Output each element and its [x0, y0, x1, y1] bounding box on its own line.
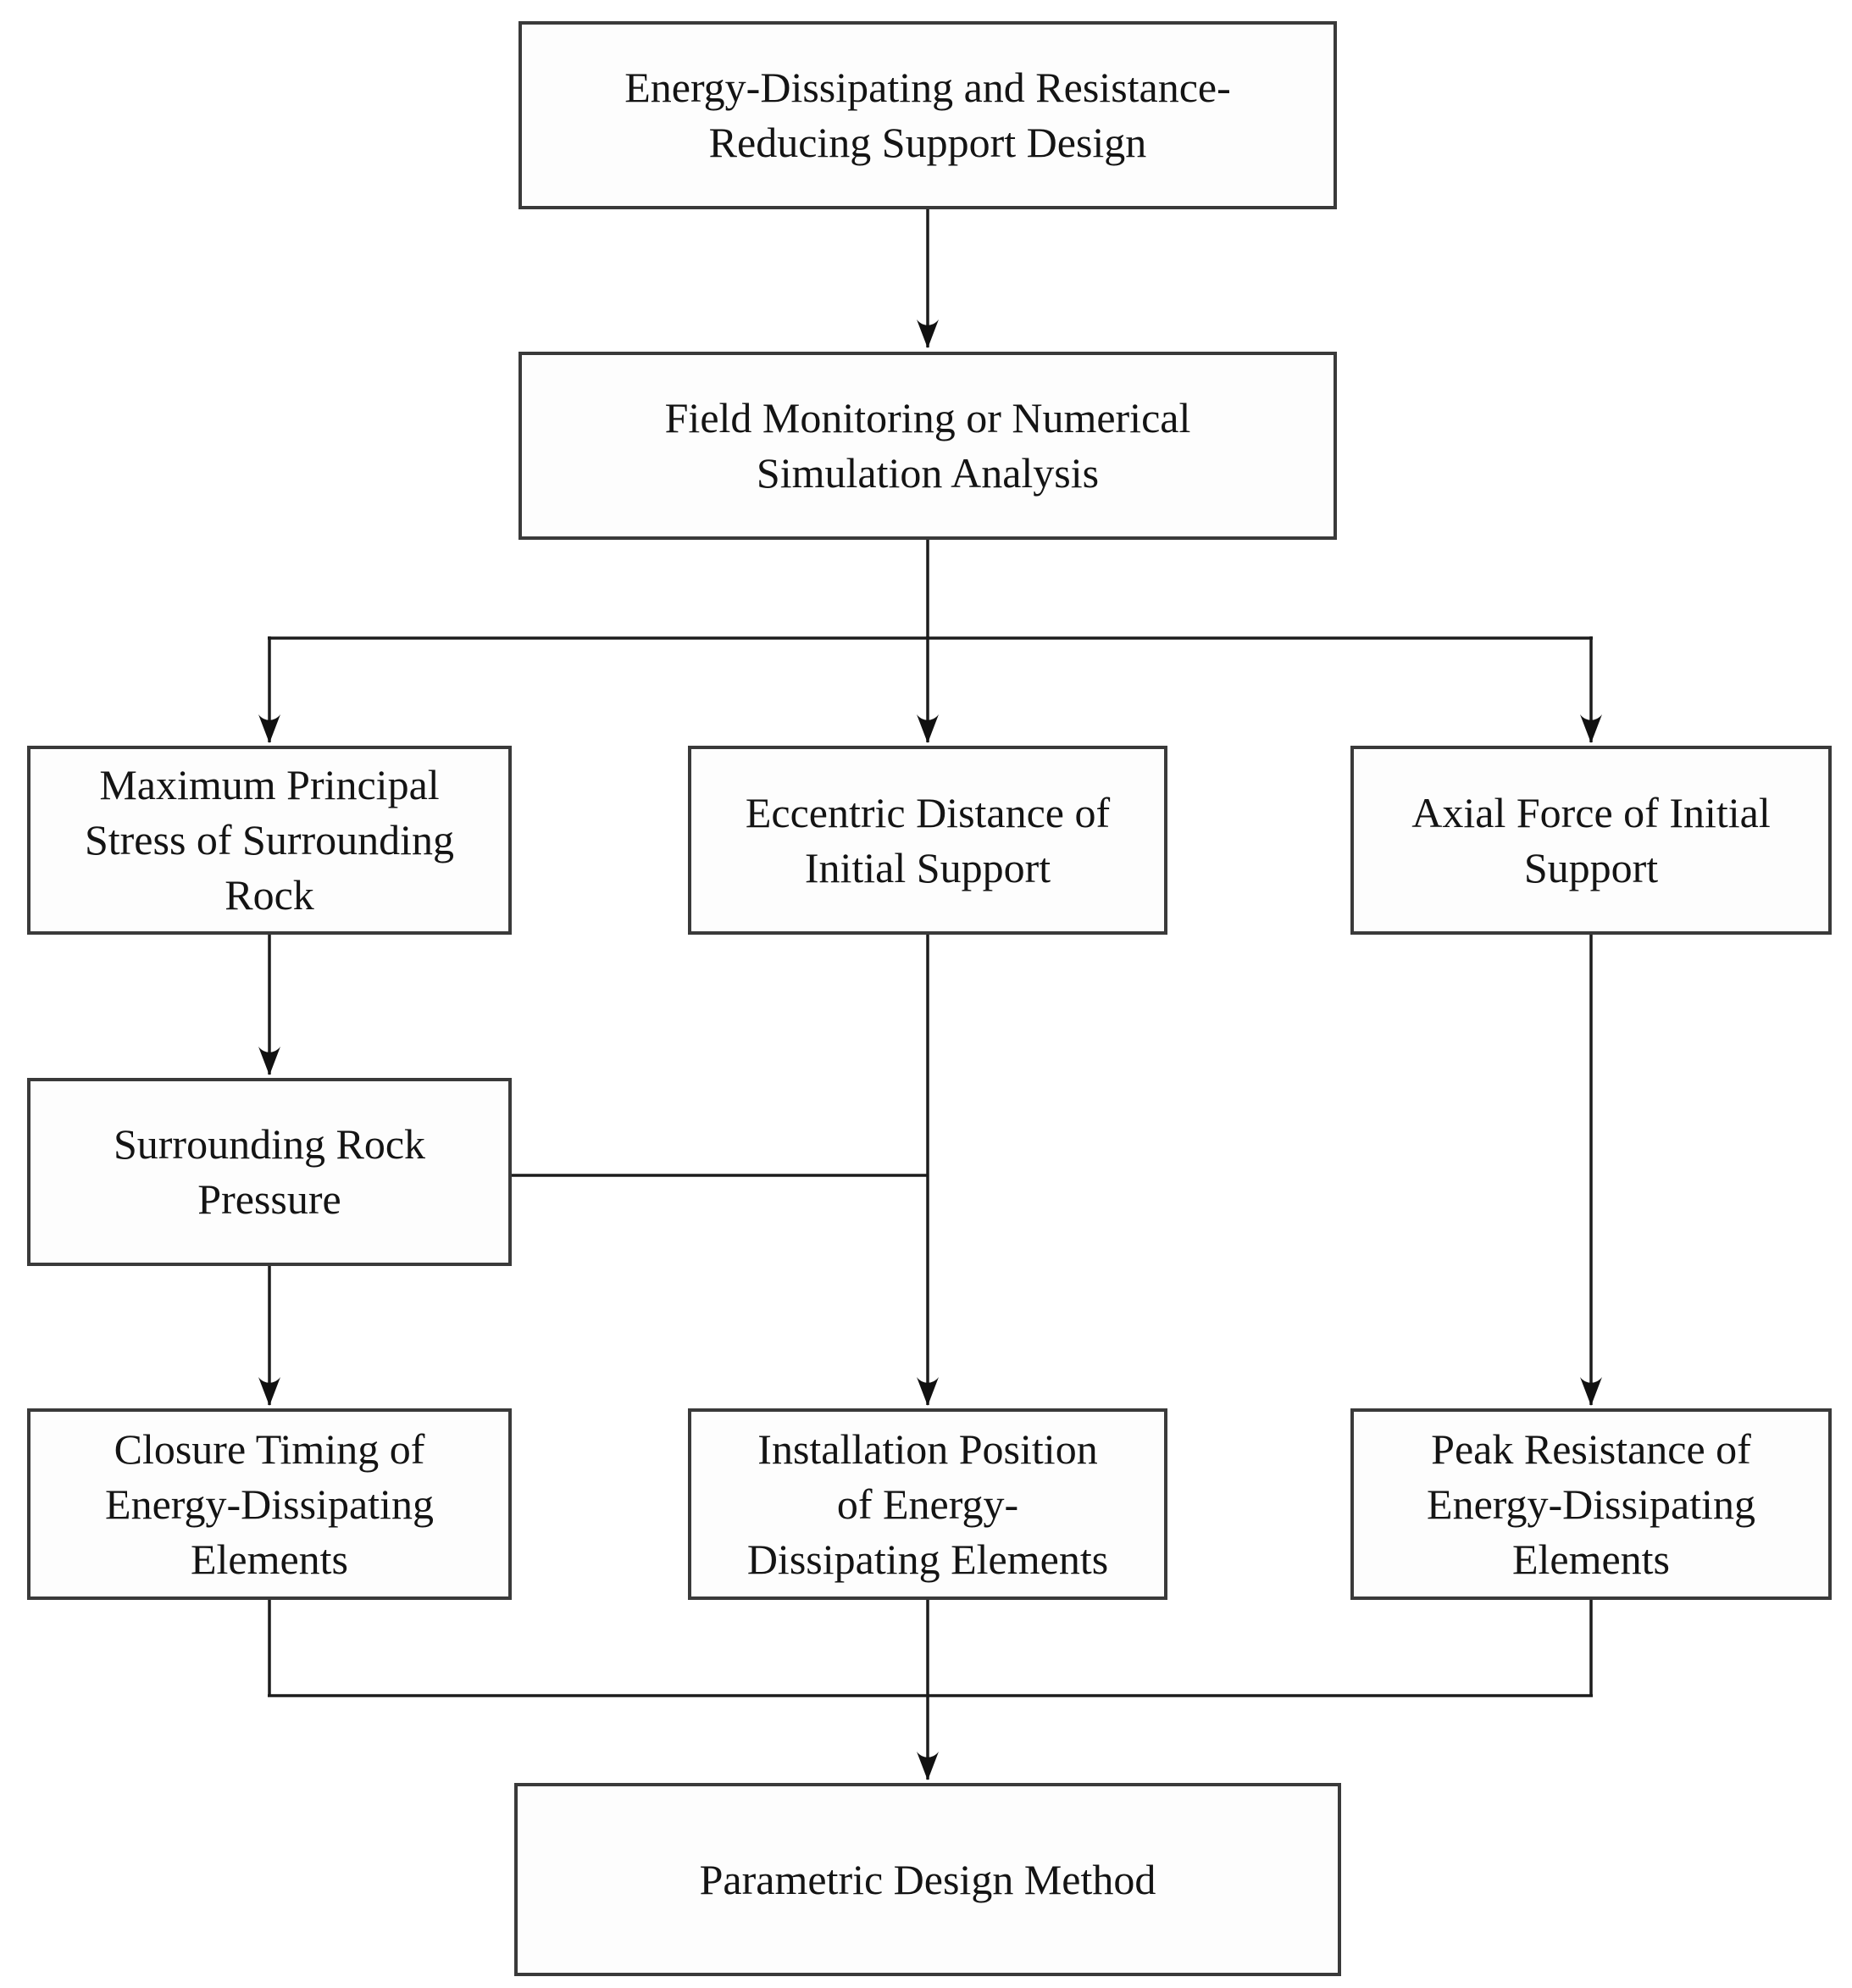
node-peak-resistance: Peak Resistance of Energy-Dissipating El…	[1350, 1408, 1832, 1600]
node-installation-position-label: Installation Position of Energy- Dissipa…	[746, 1424, 1109, 1583]
node-axial-force-label: Axial Force of Initial Support	[1411, 788, 1771, 891]
node-max-principal-stress-label: Maximum Principal Stress of Surrounding …	[84, 761, 455, 919]
node-closure-timing: Closure Timing of Energy-Dissipating Ele…	[27, 1408, 512, 1600]
node-rock-pressure: Surrounding Rock Pressure	[27, 1078, 512, 1266]
node-field-monitoring: Field Monitoring or Numerical Simulation…	[518, 352, 1337, 540]
node-closure-timing-label: Closure Timing of Energy-Dissipating Ele…	[105, 1424, 434, 1583]
node-rock-pressure-label: Surrounding Rock Pressure	[113, 1120, 426, 1223]
node-max-principal-stress: Maximum Principal Stress of Surrounding …	[27, 746, 512, 935]
node-parametric-design: Parametric Design Method	[514, 1783, 1341, 1976]
node-support-design: Energy-Dissipating and Resistance- Reduc…	[518, 21, 1337, 209]
node-installation-position: Installation Position of Energy- Dissipa…	[688, 1408, 1167, 1600]
node-eccentric-distance-label: Eccentric Distance of Initial Support	[745, 788, 1111, 891]
node-support-design-label: Energy-Dissipating and Resistance- Reduc…	[624, 64, 1231, 166]
node-parametric-design-label: Parametric Design Method	[699, 1855, 1156, 1903]
node-peak-resistance-label: Peak Resistance of Energy-Dissipating El…	[1427, 1424, 1755, 1583]
node-axial-force: Axial Force of Initial Support	[1350, 746, 1832, 935]
node-eccentric-distance: Eccentric Distance of Initial Support	[688, 746, 1167, 935]
node-field-monitoring-label: Field Monitoring or Numerical Simulation…	[664, 394, 1191, 497]
